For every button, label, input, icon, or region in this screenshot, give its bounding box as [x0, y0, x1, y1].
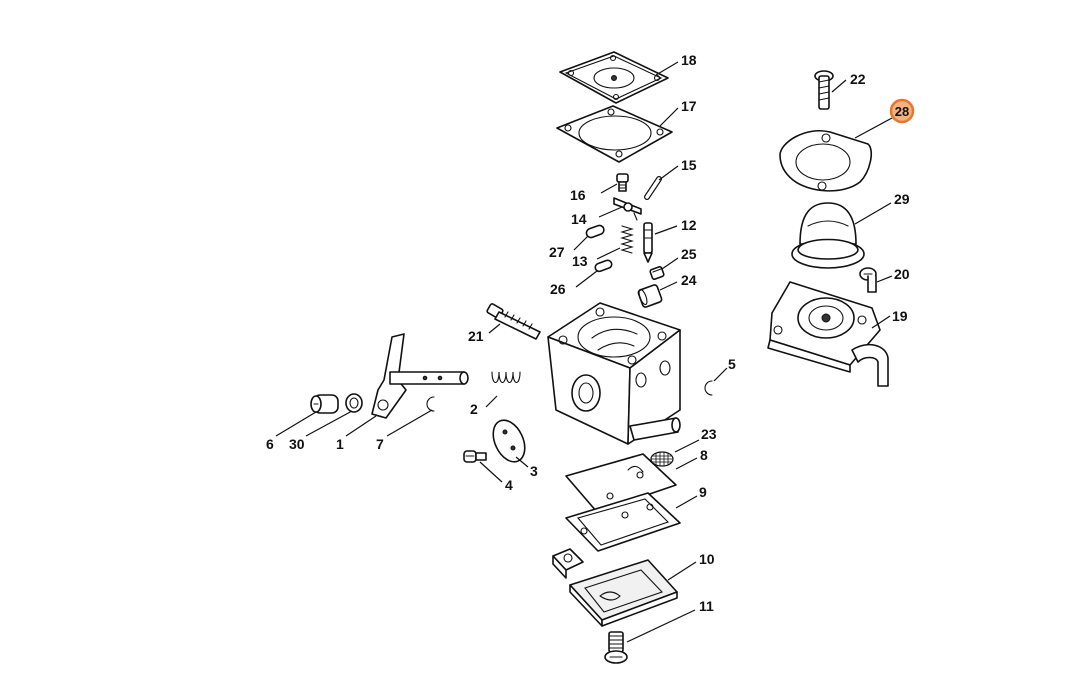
- part-9-gasket: [565, 492, 681, 552]
- callout-2: 2: [470, 401, 478, 417]
- callout-28-highlighted: 28: [889, 98, 915, 124]
- callout-10: 10: [699, 551, 715, 567]
- part-5-clip: [704, 380, 713, 396]
- part-23-screen: [650, 451, 674, 467]
- part-16-screw: [616, 173, 629, 192]
- carburetor-body: [547, 302, 681, 445]
- part-3-throttle-plate: [492, 419, 526, 463]
- callout-14: 14: [571, 211, 587, 227]
- part-2-spring: [491, 371, 521, 384]
- leader-lines: [275, 61, 893, 643]
- callout-27: 27: [549, 244, 565, 260]
- callout-13: 13: [572, 253, 588, 269]
- callout-28: 28: [895, 104, 909, 119]
- callout-9: 9: [699, 484, 707, 500]
- callout-5: 5: [728, 356, 736, 372]
- callout-26: 26: [550, 281, 566, 297]
- part-21-screw: [486, 303, 541, 340]
- callout-11: 11: [699, 598, 714, 614]
- part-7-clip: [426, 396, 435, 412]
- callout-17: 17: [681, 98, 697, 114]
- callout-18: 18: [681, 52, 697, 68]
- callout-24: 24: [681, 272, 697, 288]
- part-22-screw: [814, 70, 834, 110]
- callout-12: 12: [681, 217, 697, 233]
- callout-8: 8: [700, 447, 708, 463]
- callout-1: 1: [336, 436, 344, 452]
- callout-7: 7: [376, 436, 384, 452]
- part-8-diaphragm: [565, 453, 677, 513]
- part-12-needle: [643, 222, 653, 263]
- part-25-plug: [649, 266, 665, 280]
- callout-20: 20: [894, 266, 910, 282]
- part-27-pin: [585, 224, 605, 239]
- part-11-screw: [604, 631, 628, 664]
- callout-6: 6: [266, 436, 274, 452]
- callout-22: 22: [850, 71, 866, 87]
- callout-4: 4: [505, 477, 513, 493]
- callout-16: 16: [570, 187, 586, 203]
- part-15-pin: [644, 176, 662, 200]
- callout-21: 21: [468, 328, 484, 344]
- callout-30: 30: [289, 436, 305, 452]
- callout-labels: 18 17 15 16 14 12 27 13 25 26 24 21 5 2 …: [266, 52, 910, 614]
- part-13-spring: [620, 225, 634, 254]
- part-29-primer-bulb: [791, 202, 865, 269]
- part-4-screw: [463, 450, 487, 463]
- callout-23: 23: [701, 426, 717, 442]
- part-19-pump-housing: [767, 281, 889, 387]
- part-30-washer: [345, 393, 363, 413]
- callout-3: 3: [530, 463, 538, 479]
- part-24-bushing: [637, 284, 663, 308]
- part-17-gasket: [556, 105, 673, 163]
- callout-25: 25: [681, 246, 697, 262]
- part-26-pin: [594, 259, 613, 273]
- part-14-lever: [613, 197, 642, 221]
- part-28-gasket: [779, 130, 872, 192]
- part-20-screw: [859, 267, 877, 293]
- callout-15: 15: [681, 157, 697, 173]
- callout-19: 19: [892, 308, 908, 324]
- highlight-circle: [889, 98, 915, 124]
- part-1-throttle-shaft: [371, 333, 469, 419]
- part-10-cover: [552, 548, 678, 627]
- callout-29: 29: [894, 191, 910, 207]
- part-6-knob: [310, 394, 339, 414]
- part-18-diaphragm: [559, 51, 669, 104]
